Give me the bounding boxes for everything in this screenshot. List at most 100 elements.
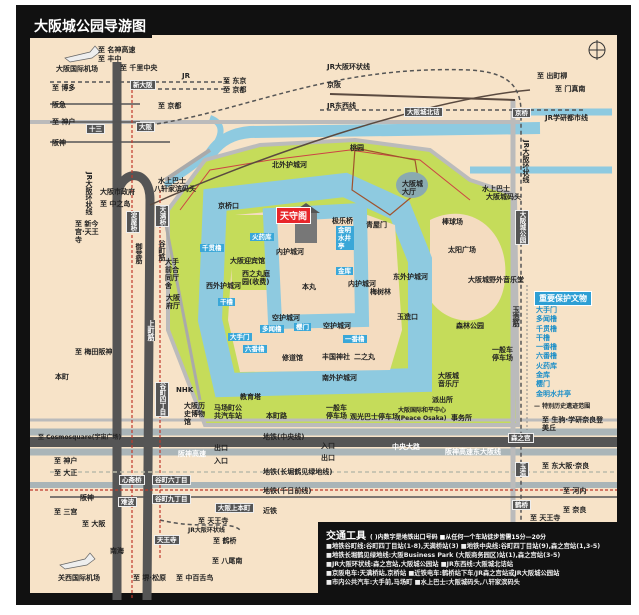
label-to-cosmosquare: 至 Cosmosquare(宇宙广场) bbox=[38, 434, 122, 441]
label-hanshin-east: 阪神高速东大阪线 bbox=[445, 448, 501, 456]
label-to-sakai: 至 堺·松原 bbox=[133, 574, 167, 582]
road-nw bbox=[163, 148, 212, 182]
heritage-item: 金明水井亭 bbox=[536, 389, 571, 398]
label-jr-tozai: JR东西线 bbox=[327, 102, 356, 110]
label-to-kobe: 至 神户 bbox=[52, 118, 76, 126]
jr-loop bbox=[149, 68, 522, 520]
heritage-kinzo[interactable]: 金库 bbox=[336, 267, 353, 275]
label-to-nara: 至 奈良 bbox=[563, 506, 587, 514]
label-museum: 大阪历史博物馆 bbox=[184, 402, 205, 426]
station-yodoyabashi[interactable]: 淀屋桥 bbox=[126, 211, 140, 233]
label-jr-loop-vertical: JR大阪环状线 bbox=[522, 140, 530, 183]
label-bamba: 马场町公共汽车站 bbox=[214, 404, 242, 420]
label-to-kyoto: 至 京都 bbox=[223, 86, 247, 94]
label-peace-osaka: 大阪国际和平中心(Peace Osaka) bbox=[398, 407, 447, 422]
station-kyobashi[interactable]: 京桥 bbox=[512, 108, 531, 118]
airplane-icon-kansai bbox=[59, 552, 96, 570]
label-kyoikuto: 教育塔 bbox=[240, 393, 261, 401]
heritage-kayakugura[interactable]: 火药库 bbox=[250, 233, 274, 241]
station-uehonmachi[interactable]: 大阪上本町 bbox=[215, 503, 254, 513]
osakajo-hall-boundary bbox=[351, 147, 421, 216]
label-entrance2: 入口 bbox=[321, 442, 335, 450]
label-to-senri: 至 千里中央 bbox=[120, 64, 158, 72]
label-police: 派出所 bbox=[432, 396, 453, 404]
label-kyobashiguchi: 京桥口 bbox=[218, 202, 239, 210]
label-kintetsu: 近铁 bbox=[263, 507, 277, 515]
road-uemachi bbox=[163, 219, 202, 401]
heritage-item: 千贯橹 bbox=[536, 324, 557, 333]
label-nhk: NHK bbox=[176, 386, 194, 394]
heritage-sakuramon[interactable]: 樱门 bbox=[294, 323, 311, 331]
heritage-inui-yagura[interactable]: 干橹 bbox=[218, 298, 235, 306]
label-nagahori-line: 地铁(长堀鹤见绿地线) bbox=[263, 468, 333, 476]
label-dry-moat2: 空护城河 bbox=[323, 322, 351, 330]
map-title: 大阪城公园导游图 bbox=[28, 14, 152, 38]
legend-line: ■地铁谷町线:谷町四丁目站(1-8),天满桥站(3) ■地铁中央线:谷町四丁目站… bbox=[326, 543, 601, 550]
station-namba[interactable]: 难波 bbox=[118, 497, 137, 507]
label-tanimachi: 谷町筋 bbox=[158, 240, 166, 261]
label-fucho: 大阪府厅 bbox=[166, 294, 180, 310]
station-juso[interactable]: 十三 bbox=[86, 124, 105, 134]
label-gokurakubashi: 极乐桥 bbox=[332, 217, 353, 225]
historic-boundary bbox=[179, 149, 471, 211]
heritage-legend-title: 重要保护文物 bbox=[534, 291, 592, 306]
heritage-item: 大手门 bbox=[536, 306, 557, 314]
label-aoyamon: 青屋门 bbox=[366, 221, 387, 229]
label-hokoku-shrine: 丰国神社 bbox=[322, 353, 350, 361]
station-osaka[interactable]: 大阪 bbox=[136, 122, 155, 132]
label-geihinkan: 大阪迎宾馆 bbox=[230, 257, 265, 265]
legend-line: ■市内公共汽车:大手前,马场町 ■水上巴士:大阪城码头,八轩家滨码头 bbox=[326, 579, 520, 586]
label-to-osaka: 至 大阪 bbox=[82, 520, 106, 528]
label-dry-moat1: 空护城河 bbox=[272, 314, 300, 322]
label-nishinomaru: 西之丸庭园(收费) bbox=[242, 270, 270, 286]
label-forest: 森林公园 bbox=[456, 322, 484, 330]
label-to-kawachi: 至 河内 bbox=[563, 487, 587, 495]
label-exit1: 出口 bbox=[214, 444, 228, 452]
label-hachikenya: 八轩家滨码头 bbox=[154, 185, 196, 193]
label-chuo-line: 地铁(中央线) bbox=[263, 433, 305, 441]
label-jr-loop-west: JR大阪环状线 bbox=[85, 172, 93, 215]
heritage-ichiban-yagura[interactable]: 一番橹 bbox=[343, 335, 367, 343]
legend-title: 交通工具 bbox=[326, 531, 366, 542]
station-temmabashi[interactable]: 天满桥 bbox=[155, 205, 169, 227]
station-tanimachi4[interactable]: 谷町四丁目 bbox=[155, 382, 169, 417]
heritage-tamon-yagura[interactable]: 多闻橹 bbox=[260, 325, 284, 333]
label-chuo-odori: 中央大路 bbox=[392, 443, 420, 451]
label-to-umeda: 至 梅田阪神 bbox=[75, 348, 113, 356]
station-tanimachi6[interactable]: 谷町六丁目 bbox=[152, 475, 191, 485]
honmaru-area bbox=[282, 220, 352, 314]
label-kansai-airport: 关西国际机场 bbox=[58, 574, 100, 582]
heritage-sengan-yagura[interactable]: 千贯橹 bbox=[200, 244, 224, 252]
tenshukaku-label[interactable]: 天守阁 bbox=[276, 207, 312, 224]
highway-loop bbox=[112, 171, 155, 601]
label-to-shinimamiya: 至 新今宫·天王寺 bbox=[75, 220, 99, 244]
label-entrance1: 入口 bbox=[214, 457, 228, 465]
label-baseball: 棒球场 bbox=[442, 218, 463, 226]
label-parking1: 一般车停车场 bbox=[492, 346, 513, 362]
station-tsuruhashi[interactable]: 鹤桥 bbox=[512, 500, 531, 510]
station-osakajo-kitazume[interactable]: 大阪城北诘 bbox=[404, 107, 443, 117]
label-honmaru: 本丸 bbox=[302, 283, 316, 291]
station-shin-osaka[interactable]: 新大阪 bbox=[130, 80, 156, 90]
heritage-otemon[interactable]: 大手门 bbox=[228, 333, 252, 341]
station-morinomiya[interactable]: 森之宫 bbox=[508, 433, 534, 443]
station-tamatsukuri[interactable]: 玉造 bbox=[515, 462, 529, 477]
taiyo-plaza-area bbox=[430, 213, 506, 321]
label-to-tennoji: 至 天王寺 bbox=[198, 517, 229, 525]
label-ongakudo: 大阪城野外音乐堂 bbox=[468, 276, 524, 284]
label-honmachi-dori: 本町路 bbox=[266, 412, 287, 420]
heritage-rokuban-yagura[interactable]: 六番橹 bbox=[243, 345, 267, 353]
label-to-higashiosaka: 至 东大阪·奈良 bbox=[542, 462, 590, 470]
label-hankyu: 阪急 bbox=[52, 101, 66, 109]
station-osakajokoen[interactable]: 大阪城公园 bbox=[515, 210, 529, 245]
label-plum: 梅树林 bbox=[370, 288, 391, 296]
station-shinsaibashi[interactable]: 心斋桥 bbox=[119, 475, 145, 485]
label-jr-loop: JR大阪环状线 bbox=[327, 63, 370, 71]
label-concert-hall: 大阪城音乐厅 bbox=[438, 372, 459, 388]
station-tennoji[interactable]: 天王寺 bbox=[154, 535, 180, 545]
heritage-kinmei-well[interactable]: 金明水井亭 bbox=[336, 226, 354, 250]
label-to-tsuruhashi: 至 鹤桥 bbox=[213, 537, 237, 545]
station-tanimachi9[interactable]: 谷町九丁目 bbox=[152, 494, 191, 504]
label-ninomaru: 二之丸 bbox=[354, 353, 375, 361]
label-to-tokyo: 至 东京 bbox=[223, 77, 247, 85]
